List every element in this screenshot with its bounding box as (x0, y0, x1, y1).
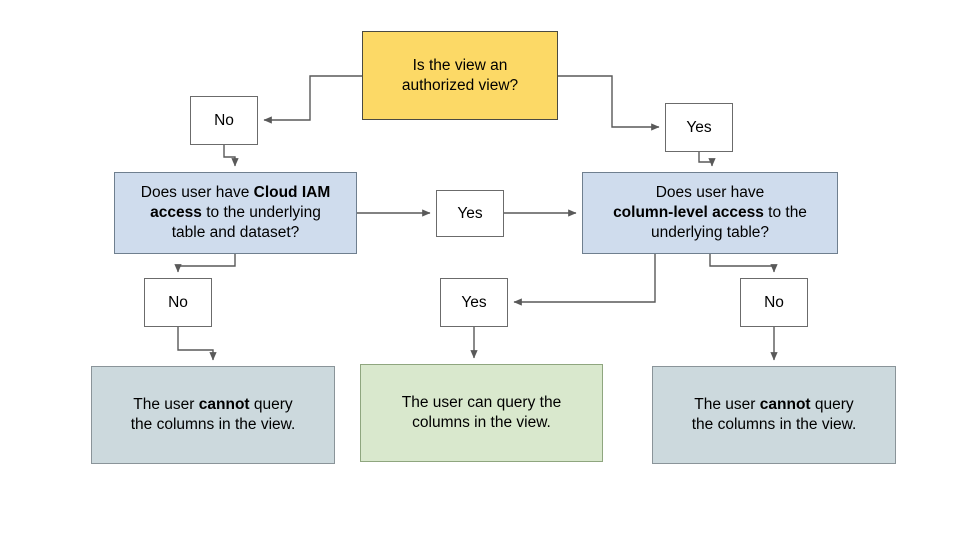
node-label-branch-yes-top-right: Yes (686, 118, 712, 136)
node-label-branch-no-bottom-right: No (764, 293, 784, 311)
node-branch-no-top-left: No (190, 96, 258, 145)
edge-authorized-to-no (263, 75, 362, 124)
node-branch-no-bottom-right: No (740, 278, 808, 327)
edge-yes-to-column-level (698, 152, 716, 167)
node-label-branch-yes-bottom-middle: Yes (461, 293, 487, 311)
node-branch-yes-top-right: Yes (665, 103, 733, 152)
edge-no-to-cloud-iam (223, 145, 239, 167)
edge-column-level-to-no (709, 254, 778, 273)
node-label-branch-yes-middle: Yes (457, 204, 483, 222)
node-label-branch-no-bottom-left: No (168, 293, 188, 311)
node-label-branch-no-top-left: No (214, 111, 234, 129)
edge-cloud-iam-to-no (174, 254, 236, 273)
edge-no-to-result-left (177, 327, 217, 361)
edge-column-level-to-yes (513, 254, 656, 306)
node-branch-yes-middle: Yes (436, 190, 504, 237)
node-branch-yes-bottom-middle: Yes (440, 278, 508, 327)
edge-authorized-to-yes (558, 75, 660, 131)
node-branch-no-bottom-left: No (144, 278, 212, 327)
